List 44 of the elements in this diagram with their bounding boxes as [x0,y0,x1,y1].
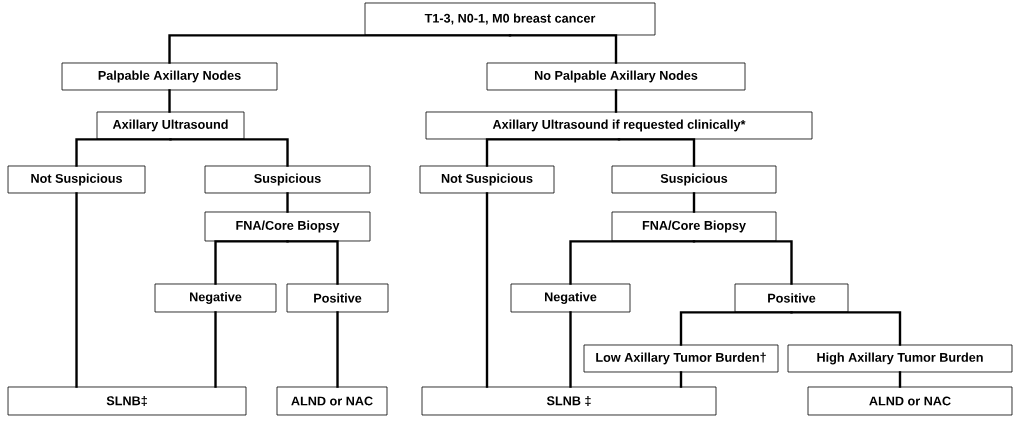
flow-box: Not Suspicious [7,165,146,194]
flow-box: Positive [286,283,389,313]
connector-line [508,34,618,64]
flow-box: Positive [734,283,849,313]
connector-line [569,311,572,388]
flow-box: Suspicious [204,165,371,194]
connector-line [692,240,793,285]
connector-line [692,192,696,213]
connector-line [485,138,621,167]
flow-box: SLNB ‡ [421,386,717,416]
flow-box: Low Axillary Tumor Burden† [583,344,779,373]
flow-box: FNA/Core Biopsy [611,211,777,242]
connector-line [286,192,289,213]
connector-line [898,371,902,388]
flow-box: Axillary Ultrasound if requested clinically* [425,111,813,140]
connector-line [617,138,696,167]
connector-line [790,311,902,346]
connector-line [286,240,339,285]
connector-line [169,138,289,167]
connector-line [168,34,512,64]
connector-line [679,311,793,346]
flow-box: Negative [510,283,631,313]
flow-box: Negative [154,283,277,313]
flow-box: ALND or NAC [807,386,1013,416]
connector-line [485,192,489,388]
flow-box: No Palpable Axillary Nodes [486,62,746,91]
connector-line [336,311,339,388]
flow-box: FNA/Core Biopsy [204,211,371,242]
connector-line [75,138,172,167]
connector-line [614,89,618,113]
connector-line [679,371,683,388]
flow-box: SLNB‡ [7,386,247,416]
flow-box: High Axillary Tumor Burden [787,344,1013,373]
connector-line [168,89,171,113]
flow-box: Axillary Ultrasound [96,111,245,140]
connector-line [569,240,696,285]
connector-line [214,240,289,285]
flow-box: Palpable Axillary Nodes [61,62,278,91]
connector-line [214,311,217,388]
flow-box: ALND or NAC [276,386,388,416]
flow-box: Not Suspicious [419,165,555,194]
connector-line [75,192,78,388]
flow-box: T1-3, N0-1, M0 breast cancer [364,2,656,36]
flow-box: Suspicious [611,165,777,194]
